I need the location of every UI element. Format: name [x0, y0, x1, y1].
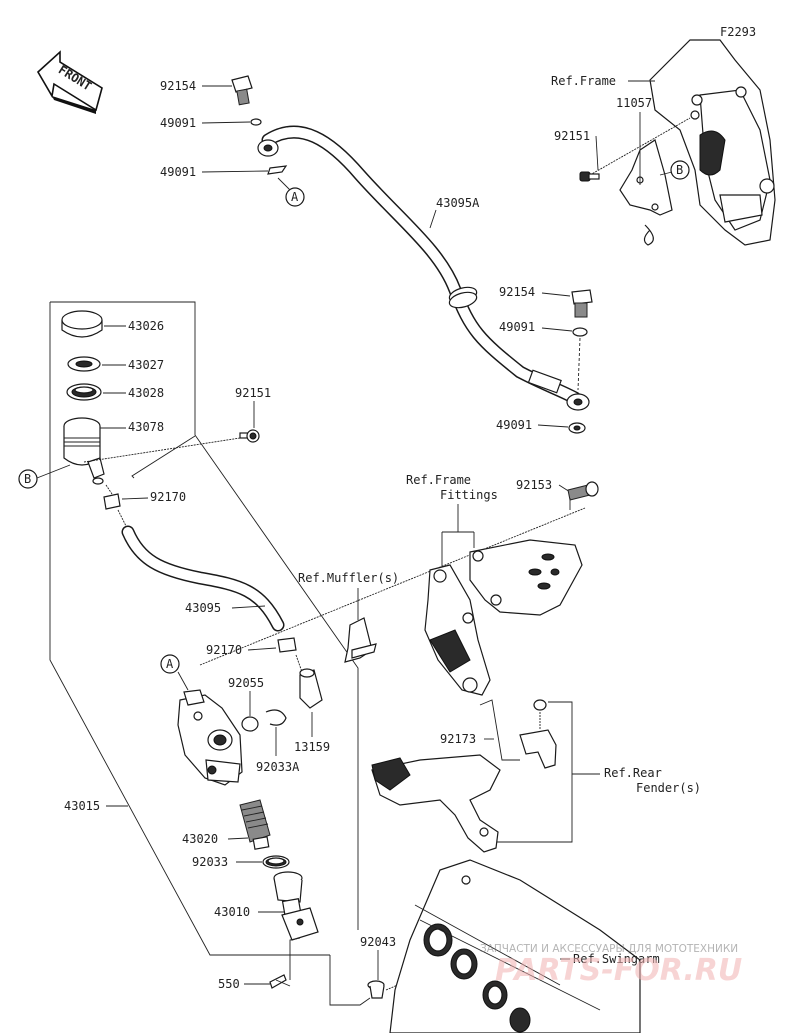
callout-a-top-label: A	[291, 190, 299, 204]
watermark-logo: PARTS-FOR.RU	[495, 953, 742, 988]
reservoir-hose-43095	[121, 525, 285, 632]
footrest-stay	[424, 564, 491, 696]
part-number-13159: 13159	[294, 740, 330, 754]
reservoir-43078	[63, 417, 105, 485]
frame-bracket-upper	[619, 39, 776, 246]
part-number-43078: 43078	[128, 420, 164, 434]
washer-49091-b	[267, 165, 288, 175]
callout-a-mid-label: A	[166, 657, 174, 671]
bolt-92151-mid	[239, 429, 260, 443]
brake-hose-43095a	[257, 125, 590, 411]
reservoir-cap-43026	[61, 310, 103, 338]
ref-rear-fender-label-2: Fender(s)	[636, 781, 701, 795]
part-number-49091-d: 49091	[496, 418, 532, 432]
washer-49091-a	[250, 118, 262, 126]
part-number-49091-a: 49091	[160, 116, 196, 130]
o-ring-92055	[241, 716, 259, 732]
part-number-43010: 43010	[214, 905, 250, 919]
part-number-43095a: 43095A	[436, 196, 480, 210]
part-number-92055: 92055	[228, 676, 264, 690]
part-number-43027: 43027	[128, 358, 164, 372]
part-number-92033a: 92033A	[256, 760, 300, 774]
ref-rear-fender-label-1: Ref.Rear	[604, 766, 662, 780]
part-number-43028: 43028	[128, 386, 164, 400]
part-number-92170-lower: 92170	[206, 643, 242, 657]
circlip-92033a	[265, 709, 287, 726]
watermark: ЗАПЧАСТИ И АКСЕССУАРЫ ДЛЯ МОТОТЕХНИКИ PA…	[480, 943, 742, 988]
ref-frame-fittings-label-2: Fittings	[440, 488, 498, 502]
rear-fender	[371, 754, 501, 853]
master-cylinder-body	[177, 689, 243, 786]
callout-b-left	[18, 469, 38, 489]
part-number-550: 550	[218, 977, 240, 991]
diagram-code: F2293	[720, 25, 756, 39]
callout-b-top	[670, 160, 690, 180]
callout-a-top	[285, 187, 305, 207]
part-number-92173: 92173	[440, 732, 476, 746]
part-number-92153: 92153	[516, 478, 552, 492]
part-number-11057: 11057	[616, 96, 652, 110]
footrest-bracket	[469, 539, 583, 616]
part-number-49091-c: 49091	[499, 320, 535, 334]
ref-frame-label: Ref.Frame	[551, 74, 616, 88]
part-number-92033: 92033	[192, 855, 228, 869]
diaphragm-43028	[66, 383, 102, 401]
fitting-13159	[299, 668, 323, 709]
callout-a-mid	[160, 654, 180, 674]
front-arrow-icon: FRONT	[36, 50, 103, 114]
part-number-92170-upper: 92170	[150, 490, 186, 504]
part-number-43015: 43015	[64, 799, 100, 813]
banjo-bolt-92154-top	[231, 75, 253, 106]
cotter-pin-550	[269, 974, 291, 989]
callout-b-top-label: B	[676, 163, 683, 177]
clamp-92170-lower	[277, 637, 297, 653]
ref-muffler-label: Ref.Muffler(s)	[298, 571, 399, 585]
swingarm	[389, 859, 641, 1033]
part-number-92151-mid: 92151	[235, 386, 271, 400]
push-rod-43010	[273, 871, 319, 941]
diaphragm-plate-43027	[67, 356, 101, 372]
part-number-43095: 43095	[185, 601, 221, 615]
watermark-tagline: ЗАПЧАСТИ И АКСЕССУАРЫ ДЛЯ МОТОТЕХНИКИ	[480, 943, 738, 955]
ref-swingarm-label: Ref.Swingarm	[573, 952, 660, 966]
part-number-43026: 43026	[128, 319, 164, 333]
muffler-bracket	[344, 617, 377, 663]
bolt-92151-top	[579, 171, 600, 182]
clamp-92173	[479, 699, 557, 769]
callout-b-left-label: B	[24, 472, 31, 486]
part-number-92151-top: 92151	[554, 129, 590, 143]
ref-frame-fittings-label-1: Ref.Frame	[406, 473, 471, 487]
part-number-92154-top: 92154	[160, 79, 196, 93]
part-number-92154-right: 92154	[499, 285, 535, 299]
banjo-bolt-92154-right	[571, 289, 593, 318]
part-number-92043: 92043	[360, 935, 396, 949]
bolt-92153	[567, 481, 599, 501]
piston-43020	[239, 799, 271, 850]
circlip-92033	[262, 855, 290, 869]
pin-92043	[367, 980, 385, 999]
clamp-92170-upper	[103, 493, 121, 510]
part-number-43020: 43020	[182, 832, 218, 846]
washer-49091-c	[572, 327, 588, 337]
part-number-49091-b: 49091	[160, 165, 196, 179]
